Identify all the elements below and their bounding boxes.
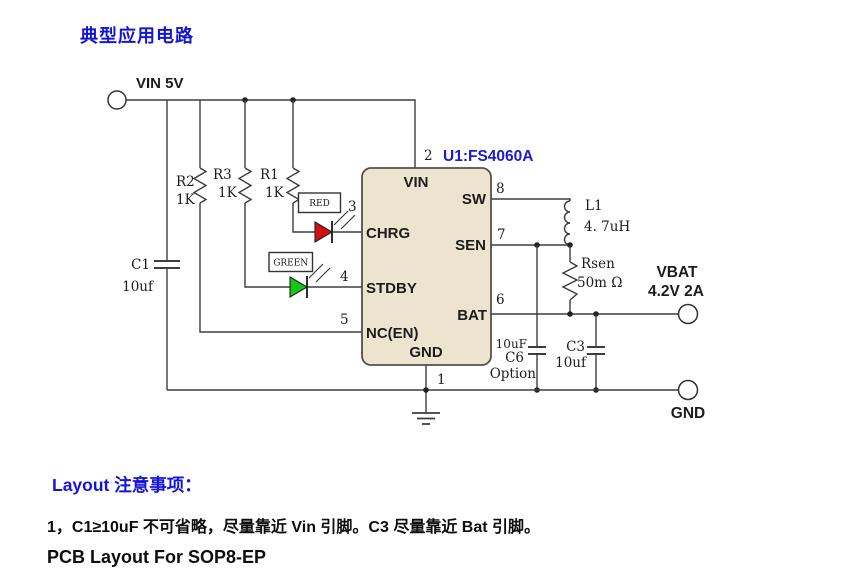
pin-number-5: 5 [340, 312, 349, 328]
vbat-rating-label: 4.2V 2A [648, 283, 704, 300]
vin-terminal-icon [107, 90, 127, 110]
vbat-terminal-label: VBAT [656, 264, 698, 281]
c6-value: 10uF [496, 337, 527, 351]
c1-value: 10uf [122, 279, 154, 295]
l1-value: 4. 7uH [584, 219, 630, 235]
wire-sen [491, 242, 573, 248]
pin-number-7: 7 [497, 227, 506, 243]
ic-designator: U1:FS4060A [443, 148, 533, 165]
ic-pin-sen-label: SEN [455, 237, 486, 254]
ic-pin-nc-en-label: NC(EN) [366, 325, 419, 342]
ic-pin-gnd-label: GND [409, 344, 443, 361]
r1-ref: R1 [260, 167, 279, 183]
gnd-terminal-label: GND [671, 405, 705, 422]
r1-value: 1K [265, 185, 285, 201]
pin-number-1: 1 [437, 372, 446, 388]
r2-ref: R2 [176, 174, 195, 190]
rsen-ref: Rsen [581, 256, 615, 272]
pin-number-4: 4 [340, 269, 349, 285]
pcb-layout-line: PCB Layout For SOP8-EP [47, 547, 267, 567]
c3-value: 10uf [555, 355, 587, 371]
ic-pin-vin-label: VIN [403, 174, 428, 191]
green-led-label: GREEN [273, 259, 308, 269]
c3-ref: C3 [566, 339, 585, 355]
r3-ref: R3 [213, 167, 232, 183]
ic-pin-stdby-label: STDBY [366, 280, 417, 297]
capacitor-c3 [587, 314, 605, 393]
rsen-value: 50m Ω [577, 275, 622, 291]
gnd-terminal-icon [677, 379, 699, 401]
pin-number-6: 6 [496, 292, 505, 308]
ic-u1-fs4060a: VIN SW CHRG SEN STDBY BAT NC(EN) GND [361, 167, 492, 366]
vbat-terminal-icon [677, 303, 699, 325]
c6-note: Option [490, 366, 537, 382]
capacitor-c6 [528, 245, 546, 393]
layout-note-line: 1，C1≥10uF 不可省略，尽量靠近 Vin 引脚。C3 尽量靠近 Bat 引… [47, 519, 540, 536]
ic-pin-numbers: 2 8 7 6 3 4 5 1 [340, 148, 506, 388]
r3-value: 1K [218, 185, 238, 201]
capacitor-c1 [154, 100, 180, 390]
l1-ref: L1 [585, 198, 603, 214]
ic-pin-bat-label: BAT [457, 307, 487, 324]
wire-ground-rail [167, 365, 678, 413]
red-led-icon [314, 210, 362, 243]
green-led-callout: GREEN [268, 251, 314, 273]
vin-terminal-label: VIN 5V [136, 75, 184, 92]
red-led-callout: RED [297, 192, 342, 214]
pin-number-8: 8 [496, 181, 505, 197]
inductor-l1 [491, 198, 571, 246]
c1-ref: C1 [131, 257, 150, 273]
earth-ground-icon [412, 412, 440, 425]
wire-bat [491, 311, 678, 317]
resistor-rsen [561, 245, 579, 314]
ic-pin-sw-label: SW [462, 191, 487, 208]
pin-number-2: 2 [424, 148, 433, 164]
layout-section-heading: Layout 注意事项： [52, 475, 202, 495]
c6-ref: C6 [505, 350, 524, 366]
r2-value: 1K [176, 192, 196, 208]
resistor-r2 [192, 100, 362, 333]
red-led-label: RED [309, 199, 330, 209]
page-title: 典型应用电路 [80, 26, 194, 46]
pin-number-3: 3 [348, 199, 357, 215]
wire-top-rail [126, 97, 416, 168]
resistor-r3 [237, 100, 290, 288]
application-circuit-schematic: RED GREEN VIN SW CHRG SEN STDBY BAT NC(E… [107, 75, 705, 425]
green-led-icon [289, 263, 362, 298]
ic-pin-chrg-label: CHRG [366, 225, 410, 242]
